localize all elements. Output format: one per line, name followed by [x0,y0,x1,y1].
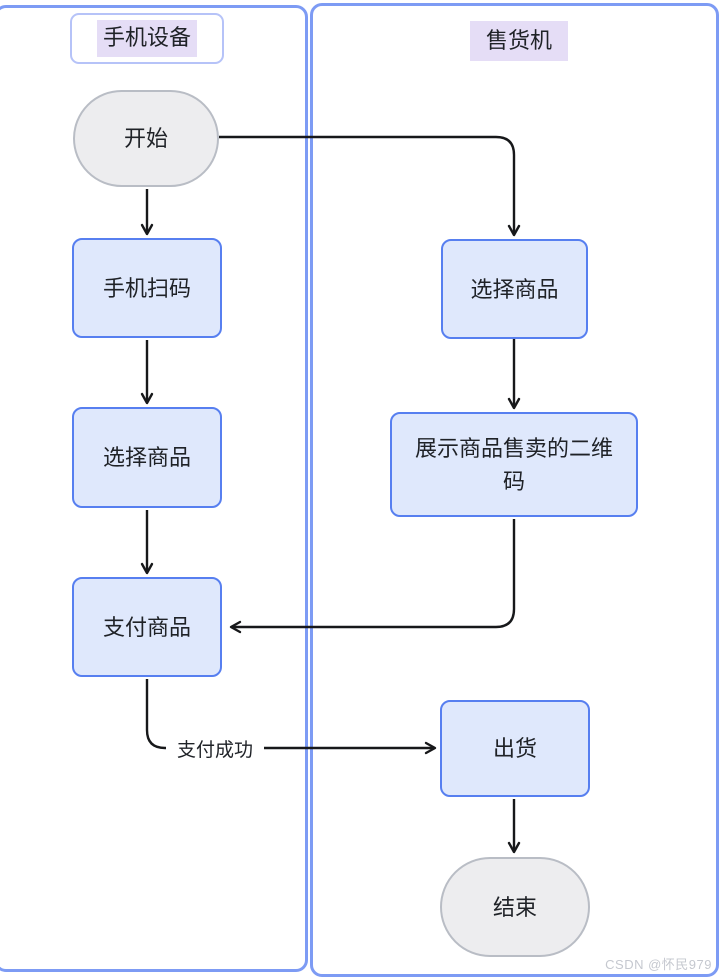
node-scan-code[interactable]: 手机扫码 [72,238,222,338]
lane-title-mobile-label: 手机设备 [96,20,197,57]
lane-title-vending-label: 售货机 [485,28,552,53]
node-pay-product[interactable]: 支付商品 [72,577,222,677]
node-end[interactable]: 结束 [440,857,590,957]
lane-title-mobile[interactable]: 手机设备 [70,13,224,64]
lane-title-vending[interactable]: 售货机 [470,21,568,61]
node-start[interactable]: 开始 [73,90,219,187]
watermark: CSDN @怀民979 [605,957,712,972]
node-show-qr-code[interactable]: 展示商品售卖的二维码 [390,412,638,517]
node-dispense[interactable]: 出货 [440,700,590,797]
node-select-product-vending[interactable]: 选择商品 [441,239,588,339]
edge-label-payment-success[interactable]: 支付成功 [166,735,265,761]
node-select-product-mobile[interactable]: 选择商品 [72,407,222,508]
